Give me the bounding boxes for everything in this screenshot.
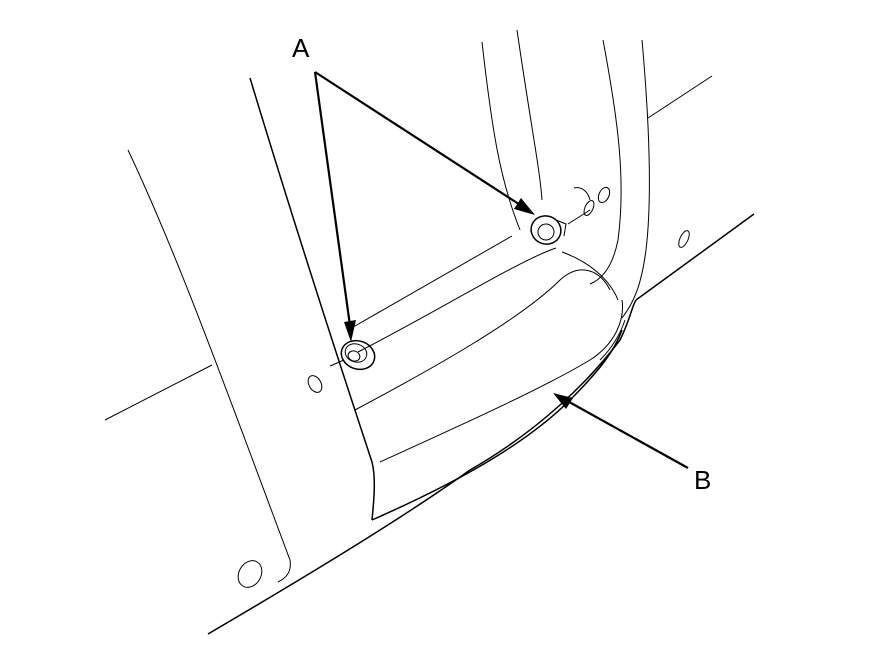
callout-b-arrowhead — [553, 393, 573, 409]
trim-band — [347, 235, 626, 463]
clip-lower — [307, 339, 376, 393]
callout-label-b: B — [694, 465, 712, 495]
callout-label-a: A — [292, 33, 310, 63]
callout-a-arrowhead-upper — [514, 198, 535, 215]
right-pillar-outline — [481, 29, 713, 319]
left-panel-outline — [104, 149, 291, 588]
panel-main-edge — [249, 77, 376, 521]
callout-a-arrowhead-lower — [344, 320, 356, 342]
callout-b-leader — [553, 393, 689, 469]
callout-a-leaders — [313, 71, 535, 342]
panel-b-lower-edge — [207, 213, 755, 635]
clip-upper — [530, 187, 595, 245]
